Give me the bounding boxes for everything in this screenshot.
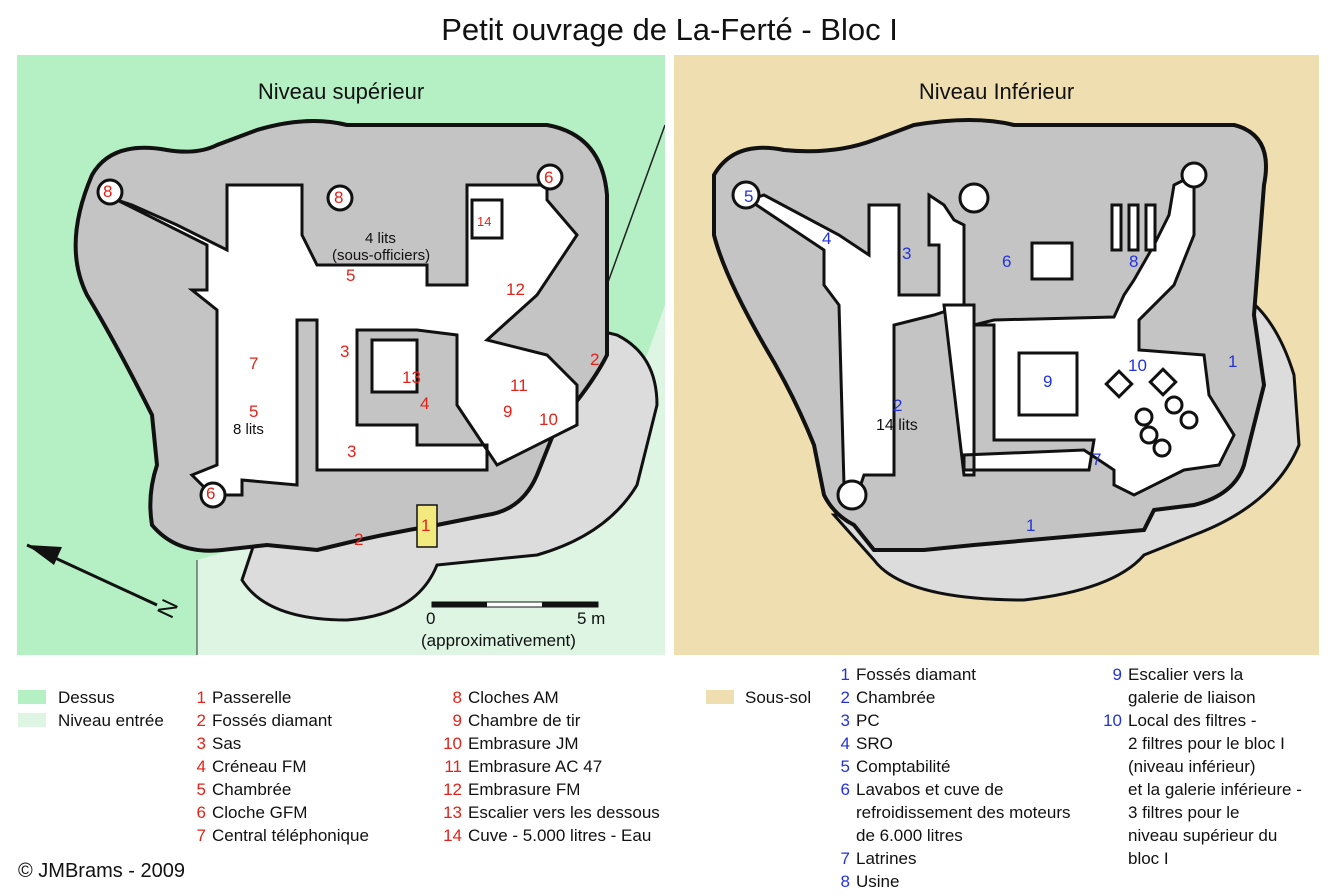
label-4: 4: [420, 394, 430, 413]
north-arrow-head: [27, 545, 62, 565]
legend-item: 3 filtres pour le: [1128, 803, 1240, 822]
upper-level-panel: Niveau supérieur 8 8 6 6 14 4 lits (sous…: [17, 55, 665, 655]
legend-item: (niveau inférieur): [1128, 757, 1256, 776]
passerelle-1: [416, 504, 438, 548]
label-3a: 3: [340, 342, 350, 361]
legend-item: refroidissement des moteurs: [856, 803, 1071, 822]
legend-item: galerie de liaison: [1128, 688, 1256, 707]
label-l9: 9: [1043, 372, 1053, 391]
lower-level-heading: Niveau Inférieur: [918, 79, 1075, 104]
label-sous-officiers: (sous-officiers): [332, 247, 431, 264]
legend-item: 2 filtres pour le bloc I: [1128, 734, 1285, 753]
label-5a: 5: [346, 266, 356, 285]
stair-13: [370, 338, 419, 394]
label-l2: 2: [893, 396, 903, 415]
scale-five-m: 5 m: [577, 609, 606, 628]
legend-item: de 6.000 litres: [856, 826, 963, 845]
lower-cistern-6: [1030, 241, 1074, 281]
legend-item: bloc I: [1128, 849, 1169, 868]
label-3b: 3: [347, 442, 357, 461]
cistern-14: [470, 198, 504, 240]
swatch-niveau-entree: [18, 713, 46, 727]
label-l1b: 1: [1026, 516, 1036, 535]
label-6b: 6: [206, 484, 216, 503]
label-8-lits: 8 lits: [233, 421, 264, 438]
label-14-lits: 14 lits: [876, 417, 918, 434]
label-l8: 8: [1129, 252, 1139, 271]
label-1: 1: [421, 516, 431, 535]
label-l3: 3: [902, 244, 912, 263]
lower-level-panel: Niveau Inférieur 5 4 3 6 8 9 10 1 2 14 l…: [674, 55, 1319, 655]
label-l10: 10: [1128, 356, 1147, 375]
label-14: 14: [477, 214, 492, 229]
lower-stair-9: [1017, 351, 1079, 417]
scale-zero: 0: [426, 609, 436, 628]
lower-interior-main: [942, 172, 1236, 497]
label-11: 11: [510, 376, 528, 395]
label-12: 12: [506, 280, 525, 299]
diagram-title: Petit ouvrage de La-Ferté - Bloc I: [441, 12, 898, 47]
scale-note: (approximativement): [421, 631, 576, 650]
label-5b: 5: [249, 402, 259, 421]
legend-item: et la galerie inférieure -: [1128, 780, 1302, 799]
label-8b: 8: [334, 188, 344, 207]
label-l7: 7: [1092, 450, 1102, 469]
label-2a: 2: [590, 350, 600, 369]
label-2b: 2: [354, 530, 364, 549]
upper-level-plan: [26, 119, 665, 655]
label-10: 10: [539, 410, 558, 429]
label-l6: 6: [1002, 252, 1012, 271]
label-9: 9: [503, 402, 513, 421]
label-7: 7: [249, 354, 259, 373]
label-l5: 5: [744, 187, 754, 206]
legend-sous-sol: Sous-sol: [745, 688, 812, 707]
label-l4: 4: [822, 229, 832, 248]
upper-level-heading: Niveau supérieur: [257, 79, 425, 104]
label-4-lits: 4 lits: [365, 230, 396, 247]
legend-niveau-entree: Niveau entrée: [58, 711, 164, 730]
swatch-sous-sol: [706, 690, 734, 704]
label-l1a: 1: [1228, 352, 1238, 371]
ditch-area: [240, 323, 659, 622]
label-6a: 6: [544, 168, 554, 187]
legend-item: niveau supérieur du: [1128, 826, 1278, 845]
swatch-dessus: [18, 690, 46, 704]
label-8a: 8: [103, 182, 113, 201]
copyright: © JMBrams - 2009: [18, 860, 186, 882]
legend-dessus: Dessus: [58, 688, 115, 707]
label-13: 13: [402, 368, 421, 387]
lower-level-plan: [712, 118, 1301, 602]
